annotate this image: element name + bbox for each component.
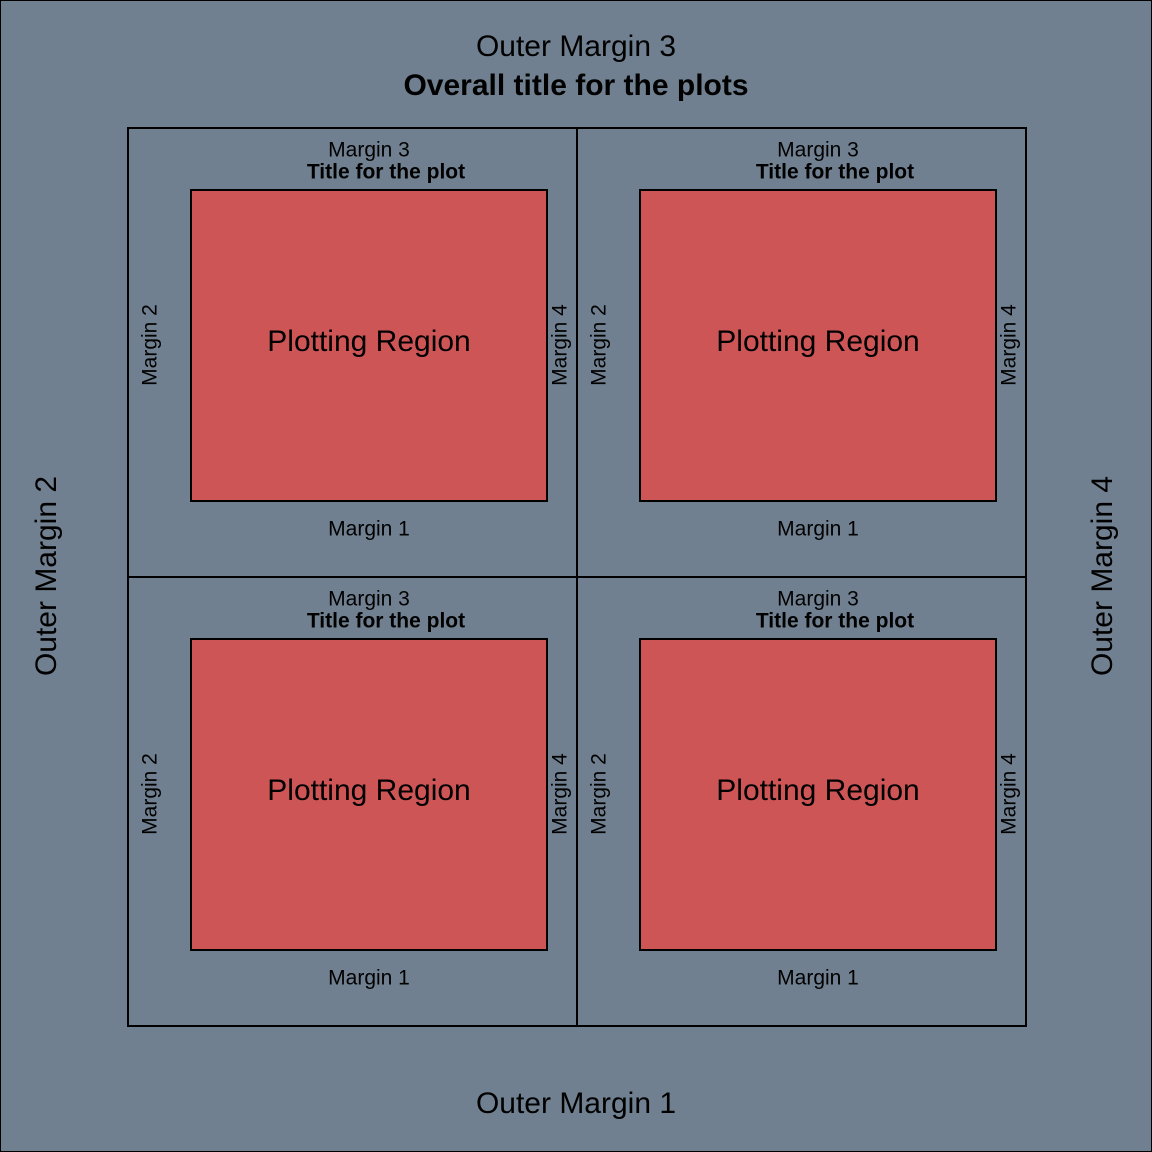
overall-title: Overall title for the plots	[403, 69, 749, 102]
margin-2-label: Margin 2	[587, 304, 611, 386]
margin-2-label: Margin 2	[138, 304, 162, 386]
margin-4-label: Margin 4	[997, 753, 1021, 835]
plotting-region: Plotting Region	[190, 189, 548, 502]
margin-4-label: Margin 4	[548, 753, 572, 835]
outer-margin-2-label: Outer Margin 2	[30, 475, 63, 677]
plotting-region-label: Plotting Region	[716, 774, 920, 807]
plotting-region-label: Plotting Region	[267, 774, 471, 807]
margin-3-label: Margin 3	[777, 138, 859, 162]
plotting-region: Plotting Region	[190, 638, 548, 951]
margin-3-label: Margin 3	[777, 587, 859, 611]
plot-title: Title for the plot	[306, 609, 466, 633]
plot-title: Title for the plot	[755, 160, 915, 184]
panel-top-left: Margin 3 Title for the plot Margin 2 Mar…	[127, 127, 578, 578]
plotting-region: Plotting Region	[639, 189, 997, 502]
plotting-region: Plotting Region	[639, 638, 997, 951]
plotting-region-label: Plotting Region	[267, 325, 471, 358]
margin-1-label: Margin 1	[777, 966, 859, 990]
figure-region: Margin 3 Title for the plot Margin 2 Mar…	[127, 127, 1027, 1027]
margin-2-label: Margin 2	[138, 753, 162, 835]
margin-1-label: Margin 1	[328, 966, 410, 990]
outer-margin-4-label: Outer Margin 4	[1086, 475, 1119, 677]
panel-top-right: Margin 3 Title for the plot Margin 2 Mar…	[576, 127, 1027, 578]
margin-3-label: Margin 3	[328, 587, 410, 611]
outer-margin-3-label: Outer Margin 3	[475, 30, 677, 63]
plot-title: Title for the plot	[755, 609, 915, 633]
margin-4-label: Margin 4	[997, 304, 1021, 386]
margin-1-label: Margin 1	[328, 517, 410, 541]
outer-margin-1-label: Outer Margin 1	[475, 1087, 677, 1120]
panel-bottom-right: Margin 3 Title for the plot Margin 2 Mar…	[576, 576, 1027, 1027]
margin-1-label: Margin 1	[777, 517, 859, 541]
plot-title: Title for the plot	[306, 160, 466, 184]
margin-4-label: Margin 4	[548, 304, 572, 386]
margin-3-label: Margin 3	[328, 138, 410, 162]
margin-2-label: Margin 2	[587, 753, 611, 835]
panel-bottom-left: Margin 3 Title for the plot Margin 2 Mar…	[127, 576, 578, 1027]
plotting-region-label: Plotting Region	[716, 325, 920, 358]
